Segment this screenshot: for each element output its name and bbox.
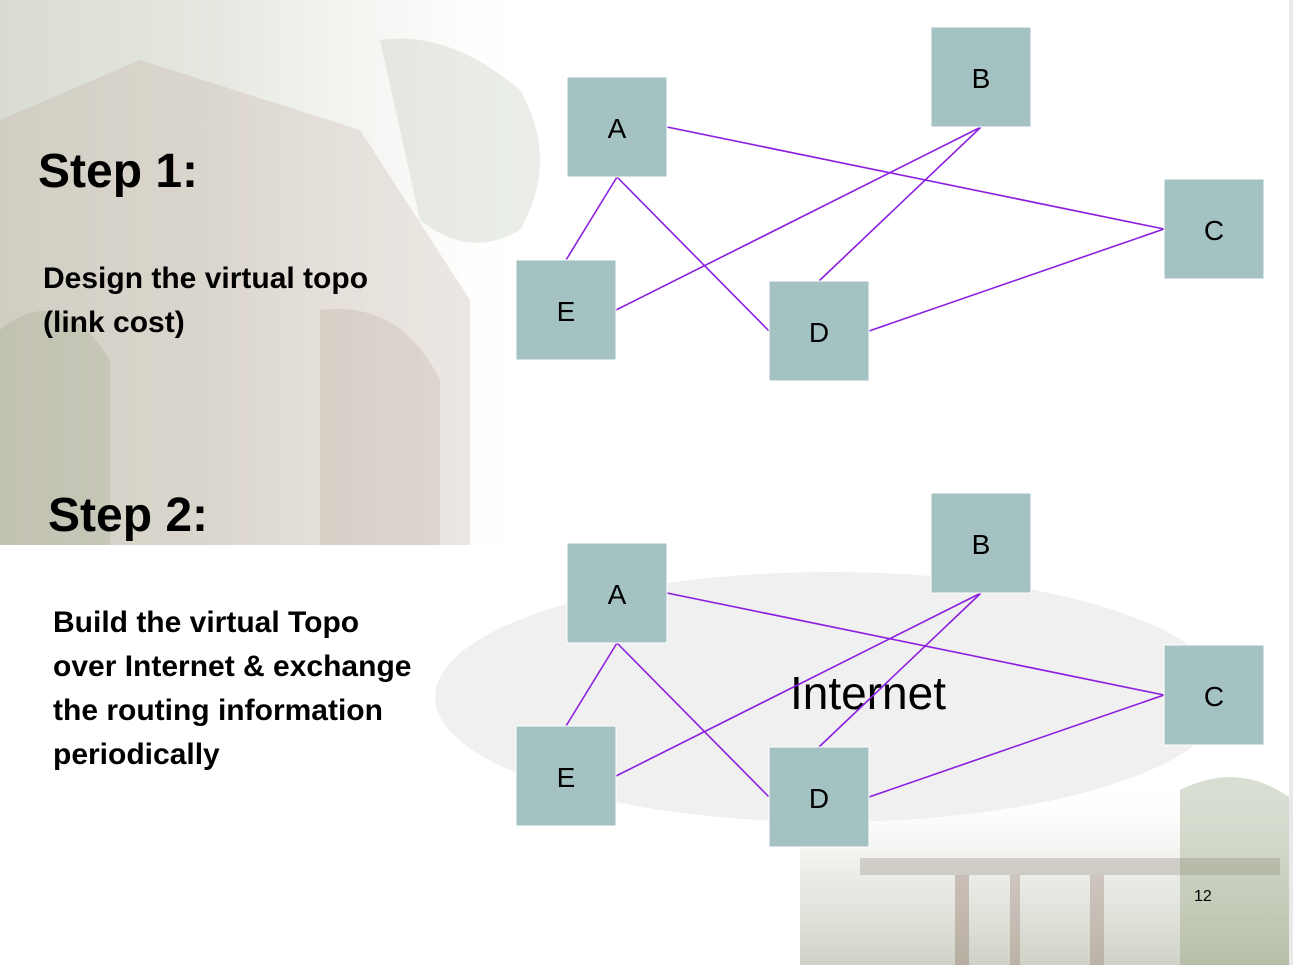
node-box bbox=[566, 76, 668, 178]
link-b-d bbox=[818, 126, 982, 282]
step2-description-line: over Internet & exchange bbox=[53, 650, 412, 683]
step2-description-line: periodically bbox=[53, 738, 220, 771]
node-c: C bbox=[1163, 644, 1265, 746]
node-b: B bbox=[930, 26, 1032, 128]
step2-description-line: the routing information bbox=[53, 694, 383, 727]
node-box bbox=[930, 26, 1032, 128]
node-c: C bbox=[1163, 178, 1265, 280]
node-label: C bbox=[1204, 215, 1224, 246]
node-e: E bbox=[515, 725, 617, 827]
step1-description-line: (link cost) bbox=[43, 306, 185, 339]
link-a-c bbox=[666, 592, 1165, 696]
link-a-e bbox=[565, 176, 618, 261]
node-e: E bbox=[515, 259, 617, 361]
node-label: E bbox=[557, 296, 576, 327]
node-label: B bbox=[972, 529, 991, 560]
node-box bbox=[515, 259, 617, 361]
link-a-c bbox=[666, 126, 1165, 230]
link-a-d bbox=[616, 642, 770, 798]
node-box bbox=[1163, 178, 1265, 280]
slide-edge bbox=[1289, 0, 1293, 965]
virtual-topology-step1: A B C D E bbox=[515, 26, 1265, 382]
page-number: 12 bbox=[1194, 888, 1212, 905]
node-b: B bbox=[930, 492, 1032, 594]
node-a: A bbox=[566, 542, 668, 644]
node-label: E bbox=[557, 762, 576, 793]
link-c-d bbox=[868, 228, 1165, 332]
link-c-d bbox=[868, 694, 1165, 798]
step2-description-line: Build the virtual Topo bbox=[53, 606, 360, 639]
link-b-d bbox=[818, 592, 982, 748]
step1-heading: Step 1: bbox=[38, 145, 199, 198]
node-box bbox=[930, 492, 1032, 594]
link-a-e bbox=[565, 642, 618, 727]
node-a: A bbox=[566, 76, 668, 178]
step1-description: Design the virtual topo (link cost) bbox=[43, 257, 368, 345]
node-label: A bbox=[608, 113, 627, 144]
node-label: C bbox=[1204, 681, 1224, 712]
node-label: A bbox=[608, 579, 627, 610]
node-d: D bbox=[768, 746, 870, 848]
link-b-e bbox=[615, 592, 982, 777]
node-box bbox=[768, 280, 870, 382]
step2-heading: Step 2: bbox=[48, 489, 209, 542]
node-box bbox=[566, 542, 668, 644]
node-box bbox=[515, 725, 617, 827]
node-box bbox=[768, 746, 870, 848]
link-a-d bbox=[616, 176, 770, 332]
internet-label: Internet bbox=[790, 667, 946, 719]
step1-description-line: Design the virtual topo bbox=[43, 262, 369, 295]
node-d: D bbox=[768, 280, 870, 382]
virtual-topology-step2: A B C D E bbox=[515, 492, 1265, 848]
node-box bbox=[1163, 644, 1265, 746]
step2-description: Build the virtual Topo over Internet & e… bbox=[53, 601, 411, 777]
link-b-e bbox=[615, 126, 982, 311]
node-label: D bbox=[809, 317, 829, 348]
node-label: B bbox=[972, 63, 991, 94]
node-label: D bbox=[809, 783, 829, 814]
